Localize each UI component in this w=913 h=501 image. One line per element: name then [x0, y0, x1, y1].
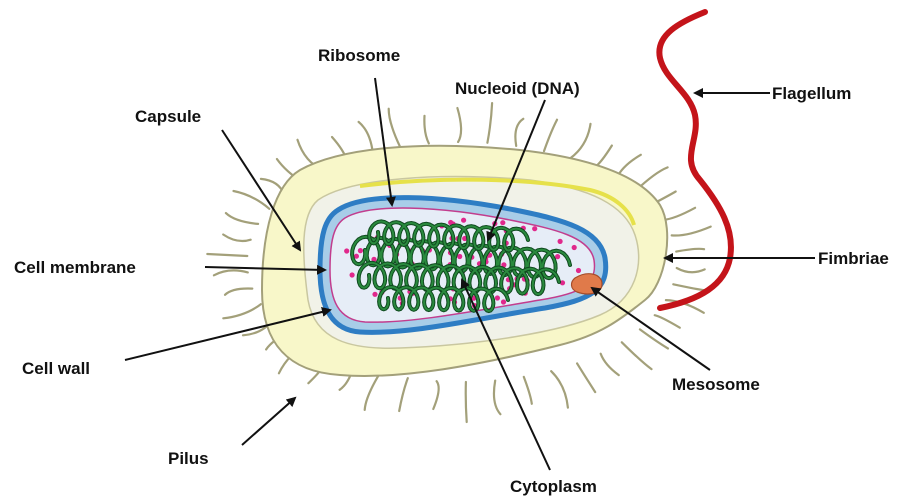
pilus-hair: [424, 116, 428, 144]
label-pilus: Pilus: [168, 450, 209, 467]
pilus-hair: [487, 103, 492, 143]
ribosome-dot: [532, 226, 537, 231]
pilus-hair: [544, 120, 557, 151]
ribosome-dot: [501, 299, 506, 304]
label-cytoplasm: Cytoplasm: [510, 478, 597, 495]
pilus-hair: [359, 122, 373, 153]
pilus-hair: [457, 108, 461, 142]
pilus-hair: [676, 249, 704, 252]
ribosome-dot: [350, 272, 355, 277]
pilus-hair: [601, 354, 619, 375]
pilus-hair: [365, 373, 380, 410]
pilus-hair: [226, 213, 258, 224]
pilus-hair: [655, 315, 680, 328]
label-ribosome: Ribosome: [318, 47, 400, 64]
pilus-hair: [389, 109, 401, 147]
label-mesosome: Mesosome: [672, 376, 760, 393]
pilus-hair: [433, 381, 438, 409]
ribosome-dot: [358, 248, 363, 253]
label-fimbriae: Fimbriae: [818, 250, 889, 267]
pilus-hair: [524, 377, 532, 404]
pilus-hair: [673, 284, 706, 290]
label-cell-membrane: Cell membrane: [14, 259, 136, 276]
label-capsule: Capsule: [135, 108, 201, 125]
ribosome-dot: [457, 254, 462, 259]
ribosome-dot: [461, 218, 466, 223]
pilus-hair: [223, 304, 260, 318]
pilus-hair: [223, 235, 251, 242]
pilus-hair: [677, 268, 705, 272]
ribosome-dot: [572, 245, 577, 250]
pilus-hair: [399, 378, 408, 411]
label-flagellum: Flagellum: [772, 85, 851, 102]
pilus-hair: [577, 363, 595, 392]
pilus-hair: [214, 270, 248, 275]
pilus-hair: [551, 371, 568, 407]
ribosome-dot: [495, 295, 500, 300]
pilus-hair: [663, 208, 695, 220]
pilus-hair: [515, 119, 523, 146]
ribosome-dot: [558, 239, 563, 244]
pilus-hair: [494, 381, 500, 415]
ribosome-dot: [372, 292, 377, 297]
pilus-hair: [570, 124, 590, 159]
pilus-hair: [225, 288, 252, 294]
pilus-hair: [672, 227, 711, 236]
label-cell-wall: Cell wall: [22, 360, 90, 377]
ribosome-dot: [344, 248, 349, 253]
ribosome-dot: [500, 220, 505, 225]
flagellum-shape: [659, 12, 731, 308]
pilus-hair: [466, 382, 467, 422]
label-nucleoid: Nucleoid (DNA): [455, 80, 580, 97]
pilus-hair: [595, 146, 612, 168]
pilus-hair: [622, 342, 652, 369]
arrow-pilus: [242, 398, 295, 445]
pilus-hair: [207, 254, 247, 256]
ribosome-dot: [576, 268, 581, 273]
